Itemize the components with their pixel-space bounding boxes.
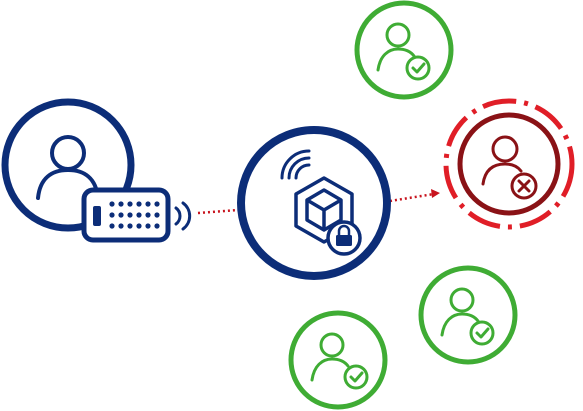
connector-source-to-hub bbox=[197, 208, 239, 215]
device-signal-icon bbox=[174, 201, 192, 231]
cross-badge-icon bbox=[510, 172, 538, 200]
node-user-approved-bottom-right bbox=[418, 265, 518, 365]
user-approved-icon bbox=[440, 287, 495, 346]
padlock-icon bbox=[326, 220, 362, 256]
node-user-approved-top bbox=[354, 0, 454, 100]
node-user-with-device bbox=[1, 98, 192, 243]
secure-cube-icon bbox=[294, 176, 354, 244]
node-secure-hub bbox=[237, 126, 391, 280]
user-icon bbox=[36, 135, 100, 200]
hub-signal-icon bbox=[280, 149, 311, 180]
user-approved-icon bbox=[376, 22, 431, 81]
user-denied-icon bbox=[481, 135, 523, 186]
node-user-denied bbox=[443, 98, 575, 230]
remote-device-icon bbox=[81, 187, 192, 243]
arrow-head-icon bbox=[431, 189, 440, 198]
user-approved-icon bbox=[310, 332, 369, 390]
node-user-approved-bottom bbox=[288, 310, 388, 410]
denied-dashed-halo bbox=[443, 98, 575, 230]
connector-hub-to-denied bbox=[389, 189, 440, 203]
